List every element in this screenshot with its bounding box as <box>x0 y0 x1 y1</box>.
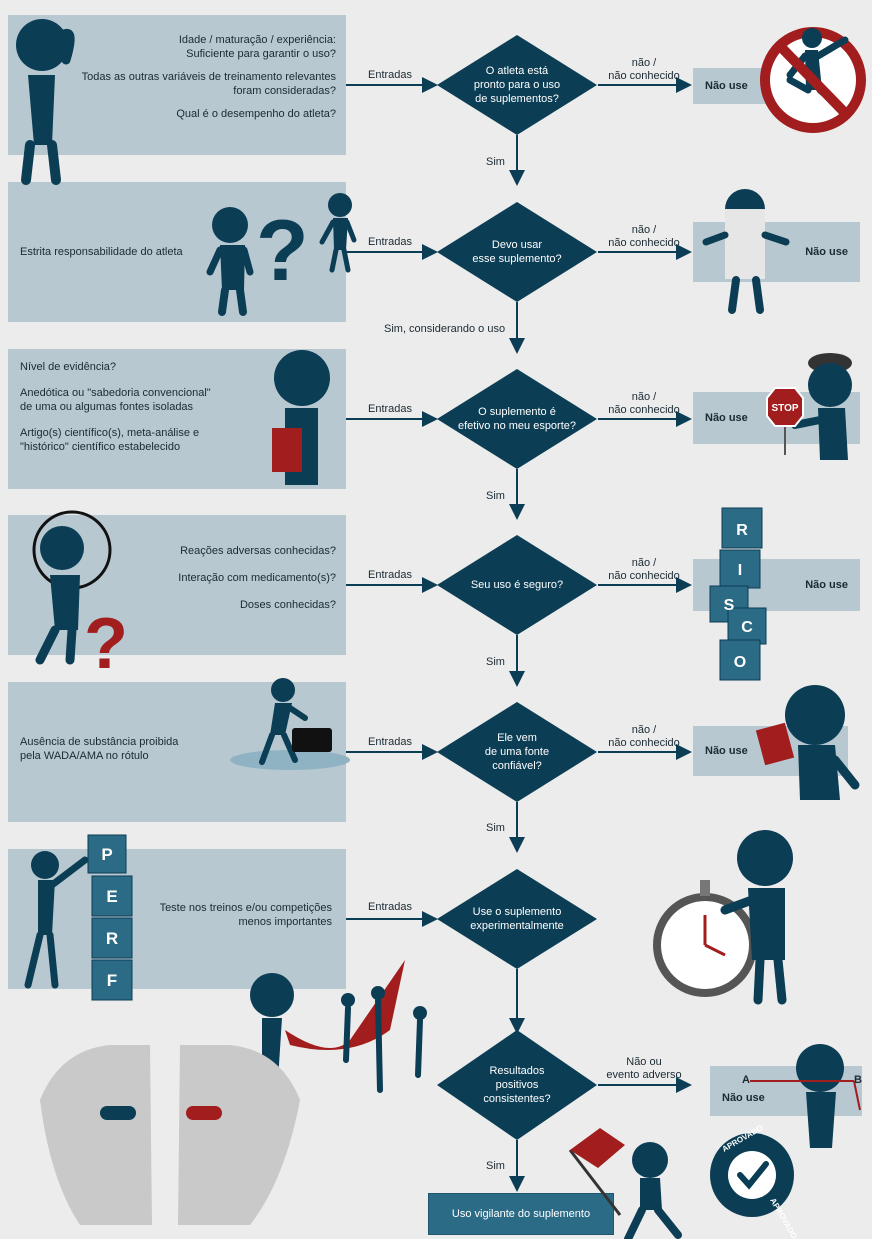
result-1: Não use <box>693 68 785 104</box>
result-3: Não use <box>693 392 860 444</box>
inputs-label-4: Entradas <box>368 569 413 581</box>
row1-text: Idade / maturação / experiência:Suficien… <box>81 34 336 120</box>
no-label-4: não /não conhecido <box>608 557 680 582</box>
question-4: Seu uso é seguro? <box>470 579 564 591</box>
label-b: B <box>854 1074 862 1086</box>
decision-diamond-4 <box>437 535 597 635</box>
yes-label-final: Sim <box>486 1160 505 1172</box>
yes-label-2: Sim, considerando o uso <box>384 323 506 335</box>
no-label-1: não /não conhecido <box>608 57 680 82</box>
yes-label-1: Sim <box>486 156 505 168</box>
label-a: A <box>742 1074 750 1086</box>
decision-diamond-final <box>437 1030 597 1140</box>
row4-text: Reações adversas conhecidas? Interação c… <box>178 545 336 611</box>
decision-diamond-6 <box>437 869 597 969</box>
final-box: Uso vigilante do suplemento <box>428 1193 614 1235</box>
no-label-3: não /não conhecido <box>608 391 680 416</box>
inputs-label-5: Entradas <box>368 736 413 748</box>
inputs-label-6: Entradas <box>368 901 413 913</box>
decision-diamond-1 <box>437 35 597 135</box>
yes-label-4: Sim <box>486 656 505 668</box>
decision-diamond-5 <box>437 702 597 802</box>
yes-label-5: Sim <box>486 822 505 834</box>
inputs-label-2: Entradas <box>368 236 413 248</box>
yes-label-3: Sim <box>486 490 505 502</box>
decision-diamond-3 <box>437 369 597 469</box>
row2-text: Estrita responsabilidade do atleta <box>20 246 183 258</box>
inputs-label-3: Entradas <box>368 403 413 415</box>
row3-text: Nível de evidência? Anedótica ou "sabedo… <box>20 361 211 453</box>
result-2: Não use <box>693 222 860 282</box>
decision-diamond-2 <box>437 202 597 302</box>
no-label-5: não /não conhecido <box>608 724 680 749</box>
result-final: Não use <box>710 1066 862 1116</box>
no-label-2: não /não conhecido <box>608 224 680 249</box>
inputs-label-1: Entradas <box>368 69 413 81</box>
result-4: Não use <box>693 559 860 611</box>
result-5: Não use <box>693 726 848 776</box>
row2-panel <box>8 182 346 322</box>
